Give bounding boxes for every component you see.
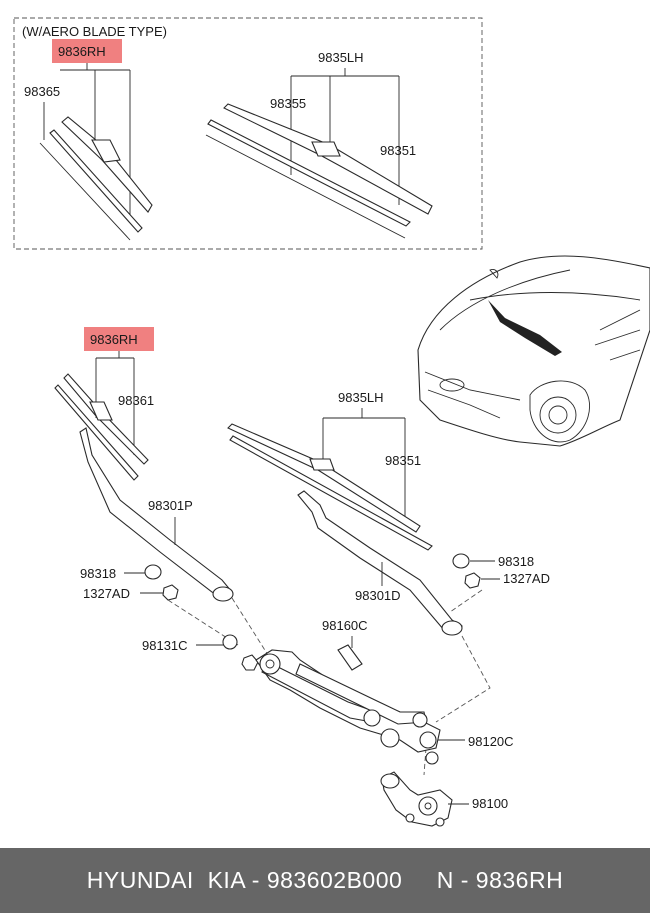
car-illustration xyxy=(417,255,650,447)
label-98100[interactable]: 98100 xyxy=(472,796,508,811)
label-9836RH-top[interactable]: 9836RH xyxy=(58,44,106,59)
label-1327AD-left[interactable]: 1327AD xyxy=(83,586,130,601)
pivot-nut xyxy=(241,654,259,671)
label-98365[interactable]: 98365 xyxy=(24,84,60,99)
label-98355[interactable]: 98355 xyxy=(270,96,306,111)
lh-blade-connector xyxy=(311,141,341,157)
rh-refill-98365 xyxy=(49,129,143,233)
lh-refill-strip xyxy=(205,134,406,239)
assembly-guides xyxy=(167,589,491,776)
linkage-bushing xyxy=(337,644,363,671)
lh-aero-blade xyxy=(223,103,433,215)
label-98351-mid[interactable]: 98351 xyxy=(385,453,421,468)
label-98318-right[interactable]: 98318 xyxy=(498,554,534,569)
lh-wiper-arm: 98301D 98318 1327AD xyxy=(297,490,550,636)
car-wiper-location xyxy=(488,300,562,356)
label-9835LH-mid[interactable]: 9835LH xyxy=(338,390,384,405)
label-98131C[interactable]: 98131C xyxy=(142,638,188,653)
rh-refill-strip xyxy=(39,142,131,241)
lh-refill-98351 xyxy=(229,435,433,551)
lh-arm-nut xyxy=(464,572,481,589)
rh-blade-clip xyxy=(89,401,113,421)
footer-bar: HYUNDAI KIA - 983602B000 N - 9836RH xyxy=(0,848,650,913)
label-98301P[interactable]: 98301P xyxy=(148,498,193,513)
wiper-linkage: 98160C 98131C 98120C xyxy=(142,618,514,765)
footer-part-number: HYUNDAI KIA - 983602B000 N - 9836RH xyxy=(86,867,564,893)
aero-blade-box: (W/AERO BLADE TYPE) 9836RH 98365 9835LH … xyxy=(13,17,483,250)
label-98301D[interactable]: 98301D xyxy=(355,588,401,603)
aero-box-title: (W/AERO BLADE TYPE) xyxy=(22,24,167,39)
rh-arm-nut xyxy=(162,584,179,601)
label-98351-top[interactable]: 98351 xyxy=(380,143,416,158)
lh-arm-cap xyxy=(452,553,470,569)
label-98120C[interactable]: 98120C xyxy=(468,734,514,749)
lh-refill-98355 xyxy=(207,119,411,227)
rh-blade-group: 9836RH 98361 xyxy=(54,327,154,481)
aero-box-border xyxy=(13,17,483,250)
highlight-rh-mid xyxy=(84,327,154,351)
rh-refill-98361 xyxy=(54,384,139,481)
rh-arm-cap xyxy=(144,564,162,580)
label-1327AD-right[interactable]: 1327AD xyxy=(503,571,550,586)
label-98361[interactable]: 98361 xyxy=(118,393,154,408)
rh-aero-blade xyxy=(61,116,153,213)
pivot-cap xyxy=(222,634,238,650)
lh-blade-clip xyxy=(309,458,335,471)
label-9836RH-mid[interactable]: 9836RH xyxy=(90,332,138,347)
label-98318-left[interactable]: 98318 xyxy=(80,566,116,581)
label-9835LH-top[interactable]: 9835LH xyxy=(318,50,364,65)
rh-wiper-arm: 98301P 98318 1327AD xyxy=(79,427,234,602)
wiper-motor: 98100 xyxy=(380,771,508,827)
label-98160C[interactable]: 98160C xyxy=(322,618,368,633)
lh-blade-group: 9835LH 98351 xyxy=(227,390,433,551)
highlight-rh-top xyxy=(52,39,122,63)
rh-blade-connector xyxy=(91,139,121,163)
